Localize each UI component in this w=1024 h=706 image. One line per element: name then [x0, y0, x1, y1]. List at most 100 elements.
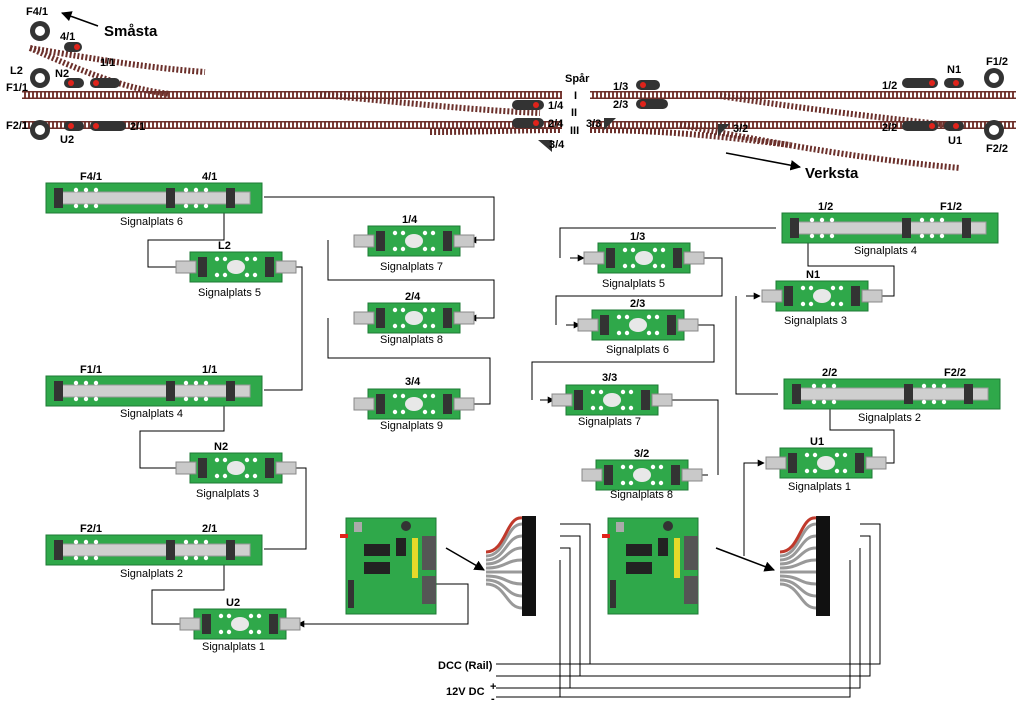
smasta-arrow	[61, 11, 99, 27]
label-2-3: 2/3	[613, 99, 628, 111]
label-n2: N2	[55, 68, 69, 80]
module-caption: Signalplats 1	[202, 641, 265, 653]
module-l2: L2 Signalplats 5	[175, 240, 297, 299]
label-1-3: 1/3	[613, 81, 628, 93]
label-4-1: 4/1	[60, 31, 75, 43]
signal-3-2-icon	[718, 124, 730, 136]
module-1-3: 1/3 Signalplats 5	[583, 231, 705, 290]
label-1-4: 1/4	[548, 100, 564, 112]
label-1-1: 1/1	[100, 57, 115, 69]
module-3-2: 3/2 Signalplats 8	[581, 448, 703, 501]
smasta-label: Småsta	[104, 23, 158, 40]
module-label: 1/1	[202, 364, 217, 376]
module-label: 3/3	[602, 372, 617, 384]
terminal-block-left	[484, 514, 538, 618]
module-label: 3/2	[634, 448, 649, 460]
module-caption: Signalplats 7	[578, 416, 641, 428]
signal-2-3-icon	[636, 99, 668, 109]
track-plan: Småsta Verksta Spår I II III F4/1 4/1 1/…	[6, 6, 1016, 182]
module-n2: N2 Signalplats 3	[175, 441, 297, 500]
signal-n2-icon	[64, 78, 84, 88]
label-2-2: 2/2	[882, 122, 897, 134]
module-caption: Signalplats 6	[120, 216, 183, 228]
label-f2-1: F2/1	[6, 120, 28, 132]
module-f4-1: F4/1 4/1 Signalplats 6	[45, 171, 263, 228]
module-caption: Signalplats 2	[858, 412, 921, 424]
dc-plus-label: +	[490, 681, 496, 693]
module-caption: Signalplats 3	[196, 488, 259, 500]
label-1-2: 1/2	[882, 80, 897, 92]
signal-l2-icon	[30, 68, 50, 88]
label-u2: U2	[60, 134, 74, 146]
label-3-2: 3/2	[733, 123, 748, 135]
module-u1: U1 Signalplats 1	[765, 436, 887, 493]
module-2-4: 2/4 Signalplats 8	[353, 291, 475, 346]
signal-1-3-icon	[636, 80, 660, 90]
module-label: L2	[218, 240, 231, 252]
module-label: F2/2	[944, 367, 966, 379]
module-1-4: 1/4 Signalplats 7	[353, 214, 475, 273]
module-label: 1/4	[402, 214, 418, 226]
module-label: F1/1	[80, 364, 102, 376]
module-label: 2/3	[630, 298, 645, 310]
module-caption: Signalplats 9	[380, 420, 443, 432]
module-f2-1: F2/1 2/1 Signalplats 2	[45, 523, 263, 580]
module-label: N2	[214, 441, 228, 453]
module-3-4: 3/4 Signalplats 9	[353, 376, 475, 432]
module-3-3: 3/3 Signalplats 7	[551, 372, 673, 428]
module-label: 1/3	[630, 231, 645, 243]
module-label: F4/1	[80, 171, 102, 183]
module-label: U2	[226, 597, 240, 609]
module-f1-1: F1/1 1/1 Signalplats 4	[45, 364, 263, 420]
label-3-3: 3/3	[586, 118, 601, 130]
label-n1: N1	[947, 64, 961, 76]
label-f4-1: F4/1	[26, 6, 48, 18]
signal-3-4-icon	[538, 140, 552, 152]
signal-2-4-icon	[512, 118, 544, 128]
module-caption: Signalplats 8	[610, 489, 673, 501]
signal-1-4-icon	[512, 100, 544, 110]
module-caption: Signalplats 2	[120, 568, 183, 580]
terminal-block-right	[778, 514, 832, 618]
label-l2: L2	[10, 65, 23, 77]
label-f1-1: F1/1	[6, 82, 28, 94]
signal-2-1-icon	[90, 121, 126, 131]
signal-4-1-icon	[64, 42, 82, 52]
track-ii-label: II	[571, 107, 577, 119]
label-f1-2: F1/2	[986, 56, 1008, 68]
signal-f2-1-icon	[30, 120, 50, 140]
module-caption: Signalplats 3	[784, 315, 847, 327]
module-label: F2/1	[80, 523, 102, 535]
module-caption: Signalplats 7	[380, 261, 443, 273]
track-heading: Spår	[565, 73, 590, 85]
module-1-2: 1/2 F1/2 Signalplats 4	[781, 201, 999, 257]
verksta-arrow	[725, 152, 802, 171]
module-caption: Signalplats 1	[788, 481, 851, 493]
track-iii-label: III	[570, 125, 579, 137]
module-caption: Signalplats 6	[606, 344, 669, 356]
module-label: N1	[806, 269, 820, 281]
label-f2-2: F2/2	[986, 143, 1008, 155]
module-2-2: 2/2 F2/2 Signalplats 2	[783, 367, 1001, 424]
module-label: 4/1	[202, 171, 217, 183]
signal-1-1-icon	[90, 78, 120, 88]
track-i-label: I	[574, 90, 577, 102]
signal-n1-icon	[944, 78, 964, 88]
module-label: 3/4	[405, 376, 421, 388]
signal-f1-2-icon	[984, 68, 1004, 88]
signal-controller-right	[601, 517, 699, 615]
dc-minus-label: -	[491, 693, 495, 705]
module-caption: Signalplats 4	[854, 245, 917, 257]
verksta-label: Verksta	[805, 165, 859, 182]
wiring	[139, 196, 895, 698]
module-label: 1/2	[818, 201, 833, 213]
signal-1-2-icon	[902, 78, 938, 88]
module-caption: Signalplats 4	[120, 408, 183, 420]
module-2-3: 2/3 Signalplats 6	[577, 298, 699, 356]
module-caption: Signalplats 5	[198, 287, 261, 299]
signal-f2-2-icon	[984, 120, 1004, 140]
dc-label: 12V DC	[446, 686, 485, 698]
module-label: 2/2	[822, 367, 837, 379]
module-label: F1/2	[940, 201, 962, 213]
